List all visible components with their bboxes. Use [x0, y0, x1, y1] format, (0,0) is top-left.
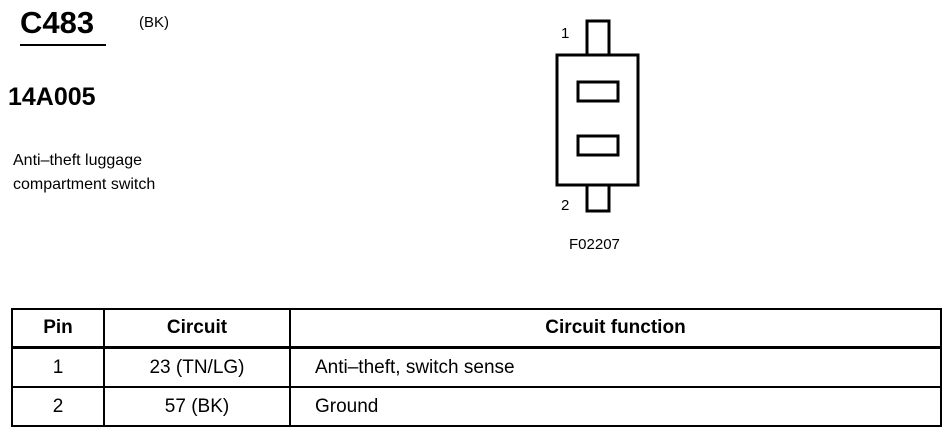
pin-2-label: 2 — [561, 197, 570, 214]
function-cell: Ground — [289, 386, 942, 427]
connector-outline — [555, 19, 640, 213]
column-header-circuit: Circuit — [103, 308, 291, 349]
pin-table: Pin Circuit Circuit function 1 23 (TN/LG… — [11, 308, 942, 427]
column-header-function: Circuit function — [289, 308, 942, 349]
cavity-pin-2 — [576, 134, 620, 157]
connector-id-underline — [20, 44, 106, 46]
connector-face-diagram: 1 2 — [540, 10, 660, 250]
bottom-terminal-tab — [585, 181, 611, 213]
table-header-row: Pin Circuit Circuit function — [11, 308, 942, 349]
circuit-cell: 57 (BK) — [103, 386, 291, 427]
circuit-cell: 23 (TN/LG) — [103, 346, 291, 388]
cavity-pin-1 — [576, 80, 620, 103]
component-description: Anti–theft luggage compartment switch — [13, 149, 233, 197]
table-row: 1 23 (TN/LG) Anti–theft, switch sense — [11, 346, 942, 388]
column-header-pin: Pin — [11, 308, 105, 349]
pin-1-label: 1 — [561, 25, 570, 42]
pin-cell: 2 — [11, 386, 105, 427]
table-row: 2 57 (BK) Ground — [11, 386, 942, 427]
pin-cell: 1 — [11, 346, 105, 388]
description-line: compartment switch — [13, 176, 156, 193]
connector-id: C483 — [20, 5, 95, 40]
connector-body — [555, 53, 640, 187]
description-line: Anti–theft luggage — [13, 152, 142, 169]
part-number: 14A005 — [8, 83, 96, 111]
function-cell: Anti–theft, switch sense — [289, 346, 942, 388]
connector-color: (BK) — [139, 14, 169, 31]
figure-code: F02207 — [569, 236, 620, 253]
